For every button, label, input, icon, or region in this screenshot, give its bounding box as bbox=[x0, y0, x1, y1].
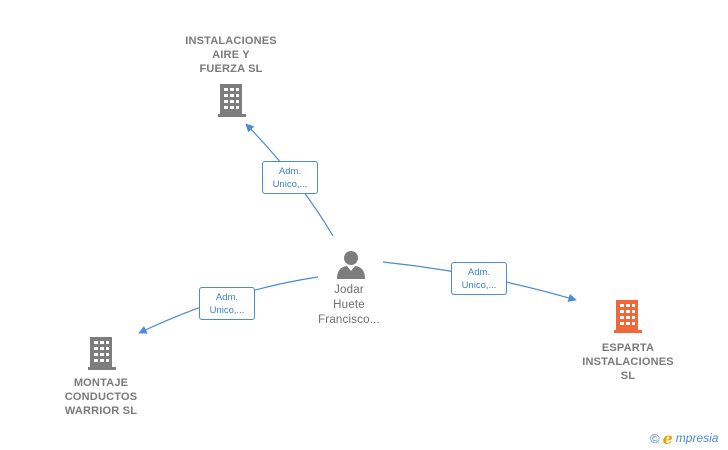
company-label-left[interactable]: MONTAJE CONDUCTOS WARRIOR SL bbox=[46, 376, 156, 418]
label-line: FUERZA SL bbox=[199, 63, 263, 75]
label-line: INSTALACIONES bbox=[185, 35, 277, 47]
edge-label-line: Unico,... bbox=[461, 280, 497, 291]
person-label-center[interactable]: Jodar Huete Francisco... bbox=[299, 283, 399, 328]
edge-label-left[interactable]: Adm. Unico,... bbox=[199, 287, 255, 320]
label-line: Huete bbox=[333, 299, 365, 311]
label-line: CONDUCTOS bbox=[64, 391, 138, 403]
label-line: ESPARTA bbox=[601, 342, 655, 354]
edge-label-line: Unico,... bbox=[209, 305, 245, 316]
building-icon-highlighted[interactable] bbox=[614, 300, 642, 333]
label-line: Jodar bbox=[334, 284, 364, 296]
building-icon[interactable] bbox=[88, 337, 116, 370]
edge-label-right[interactable]: Adm. Unico,... bbox=[451, 262, 507, 295]
edge-label-line: Adm. bbox=[467, 267, 491, 278]
label-line: SL bbox=[620, 370, 636, 382]
label-line: AIRE Y bbox=[212, 49, 250, 61]
building-icon[interactable] bbox=[218, 84, 246, 117]
label-line: WARRIOR SL bbox=[64, 405, 138, 417]
company-label-right[interactable]: ESPARTA INSTALACIONES SL bbox=[566, 341, 690, 383]
brand-name: mpresia bbox=[675, 431, 719, 445]
label-line: INSTALACIONES bbox=[582, 356, 674, 368]
edge-label-line: Adm. bbox=[215, 292, 239, 303]
label-line: Francisco... bbox=[318, 314, 380, 326]
copyright-icon: © bbox=[650, 430, 660, 446]
company-label-top[interactable]: INSTALACIONES AIRE Y FUERZA SL bbox=[170, 34, 292, 76]
edge-label-line: Adm. bbox=[278, 166, 302, 177]
label-line: MONTAJE bbox=[73, 377, 129, 389]
edge-label-top[interactable]: Adm. Unico,... bbox=[262, 161, 318, 194]
edge-label-line: Unico,... bbox=[272, 179, 308, 190]
brand-initial: e bbox=[662, 428, 673, 448]
person-icon[interactable] bbox=[337, 251, 365, 279]
